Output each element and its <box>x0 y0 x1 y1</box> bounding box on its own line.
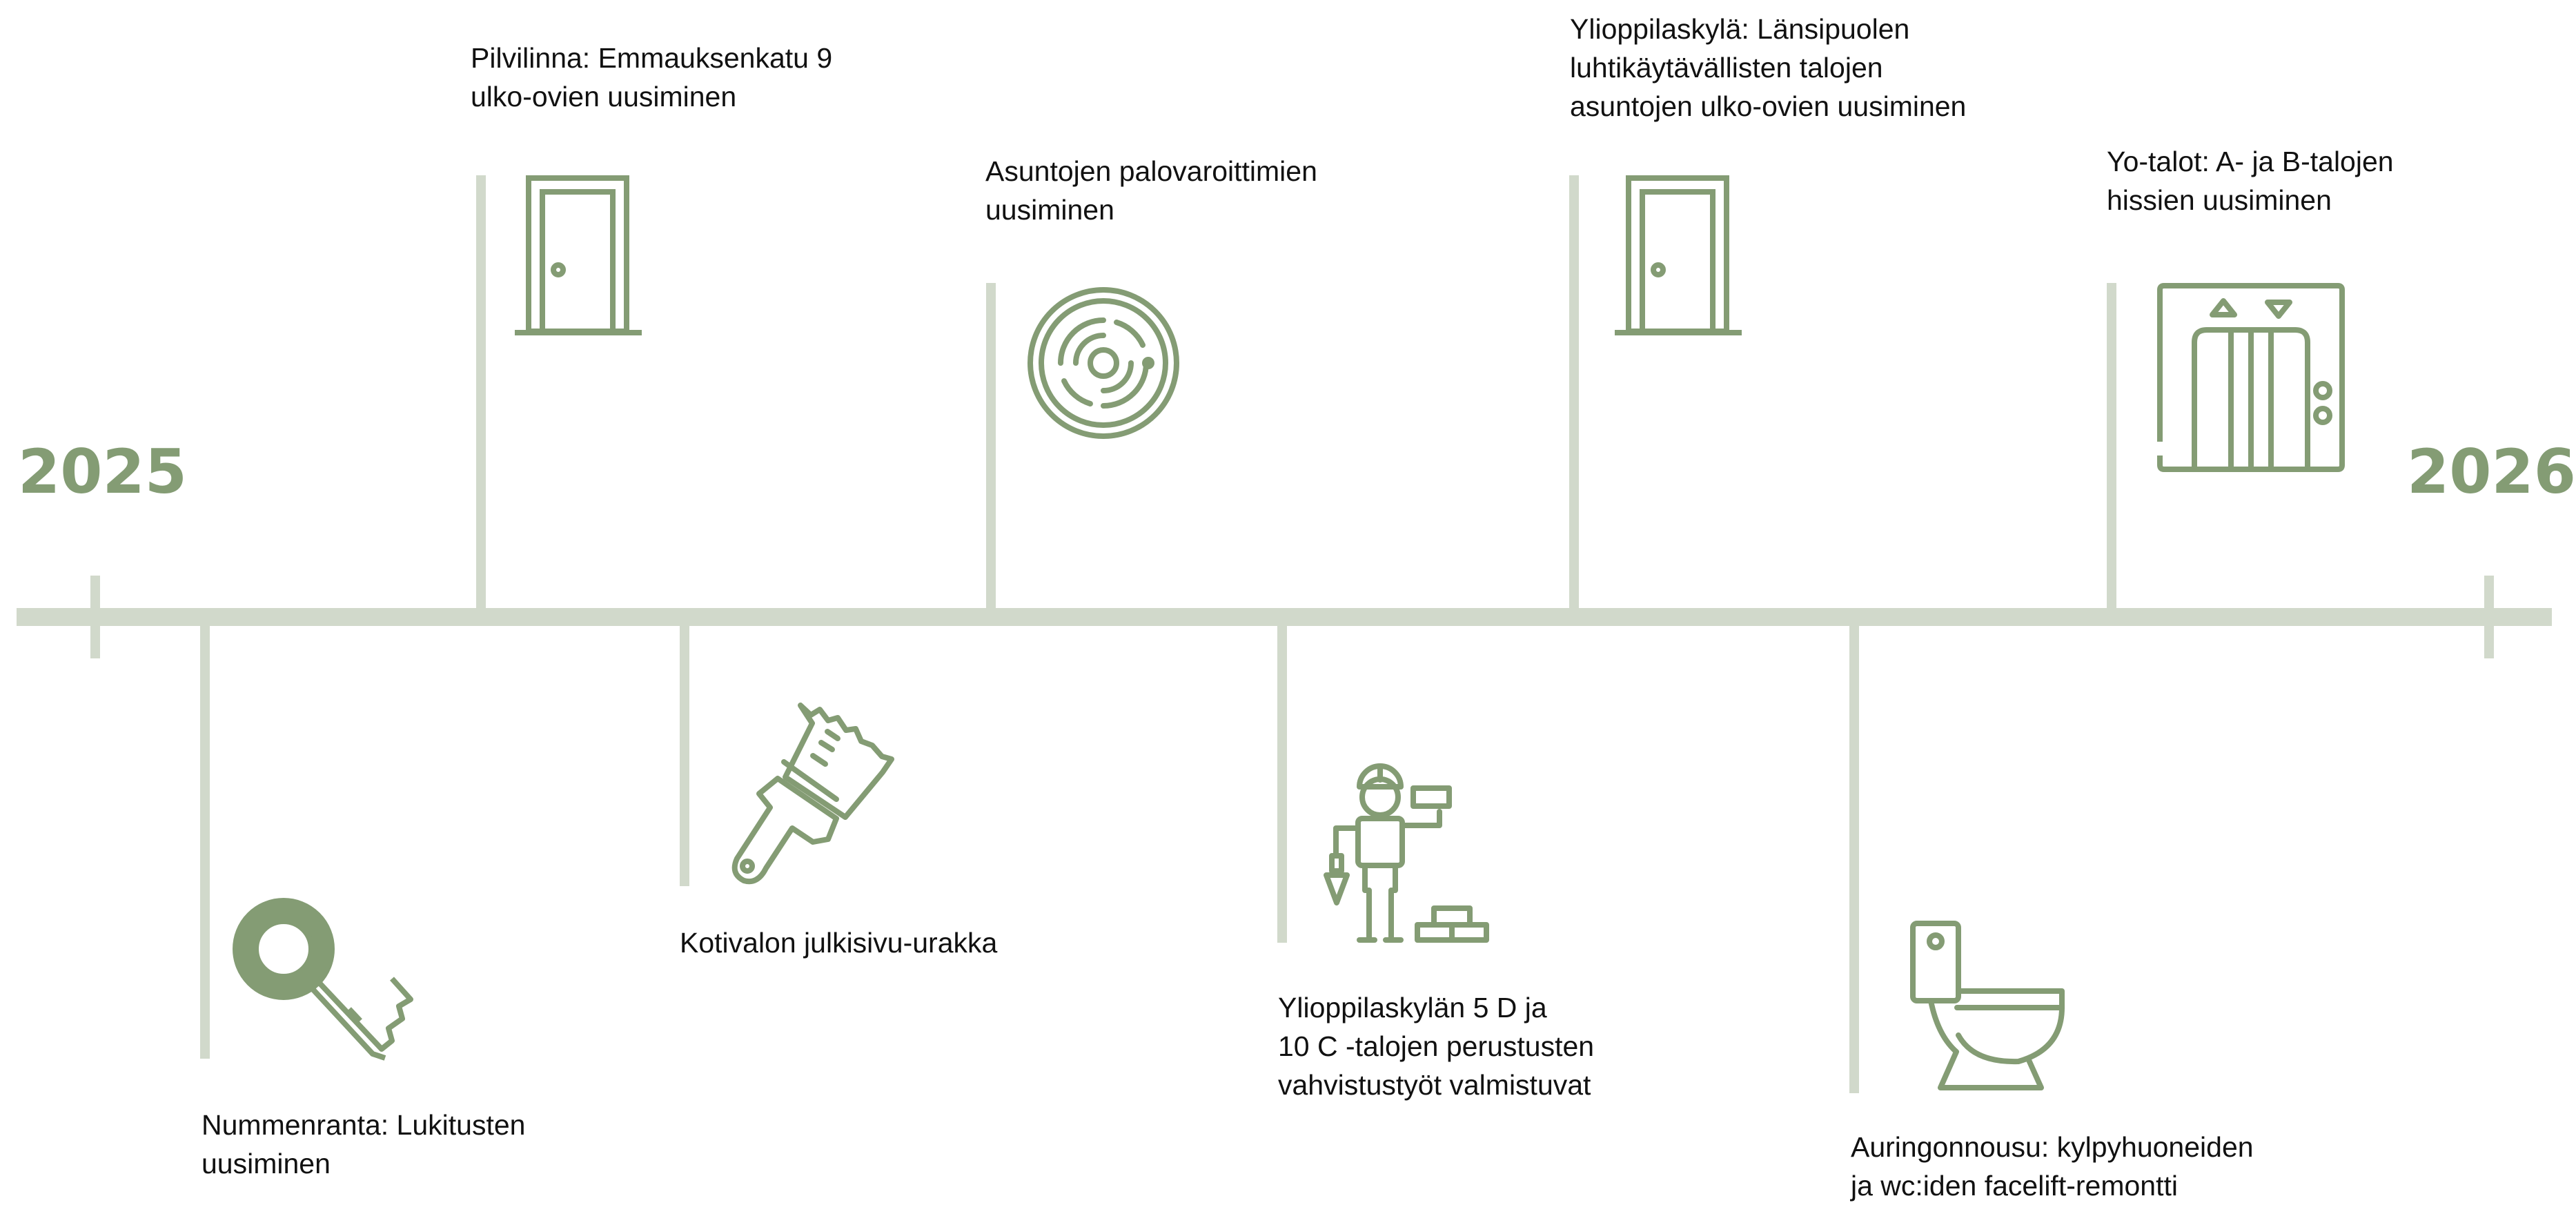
end-year-tick <box>2484 576 2494 658</box>
timeline-axis <box>17 576 2552 658</box>
event-label-ylioppilaskyla-ovet: Ylioppilaskylä: Länsipuolen luhtikäytävä… <box>1570 10 1966 126</box>
event-text-line: Ylioppilaskylän 5 D ja <box>1278 992 1547 1023</box>
event-text-line: asuntojen ulko-ovien uusiminen <box>1570 90 1967 122</box>
event-label-pilvilinna: Pilvilinna: Emmauksenkatu 9 ulko-ovien u… <box>471 39 832 116</box>
event-text-line: Asuntojen palovaroittimien <box>985 155 1317 187</box>
stems-above <box>476 175 2116 610</box>
stem-palovaroittimet <box>986 283 996 610</box>
event-text-line: 10 C -talojen perustusten <box>1278 1030 1595 1062</box>
event-text-line: Nummenranta: Lukitusten <box>201 1109 526 1141</box>
paint-brush-icon <box>731 703 894 885</box>
event-text-line: Kotivalon julkisivu-urakka <box>680 927 998 959</box>
door-icon <box>1615 175 1742 335</box>
event-label-palovaroittimet: Asuntojen palovaroittimien uusiminen <box>985 152 1317 229</box>
event-label-nummenranta: Nummenranta: Lukitusten uusiminen <box>201 1106 525 1183</box>
event-text-line: hissien uusiminen <box>2107 184 2332 216</box>
event-text-line: ulko-ovien uusiminen <box>471 81 737 112</box>
event-label-yotalot: Yo-talot: A- ja B-talojen hissien uusimi… <box>2107 142 2394 219</box>
door-icon <box>515 175 642 335</box>
stem-pilvilinna <box>476 175 486 610</box>
event-text-line: uusiminen <box>201 1148 331 1179</box>
end-year: 2026 <box>2407 436 2576 507</box>
event-text-line: vahvistustyöt valmistuvat <box>1278 1069 1591 1101</box>
stem-yotalot <box>2107 283 2116 610</box>
stem-kotivalo <box>680 624 689 886</box>
event-text-line: uusiminen <box>985 194 1114 226</box>
event-text-line: luhtikäytävällisten talojen <box>1570 52 1883 84</box>
stem-nummenranta <box>200 624 210 1059</box>
elevator-icon <box>2157 283 2345 472</box>
event-text-line: Yo-talot: A- ja B-talojen <box>2107 146 2394 177</box>
toilet-icon <box>1910 921 2065 1090</box>
stem-auringonnousu <box>1849 624 1859 1093</box>
construction-worker-icon <box>1324 763 1489 943</box>
start-year: 2025 <box>18 436 187 507</box>
event-text-line: Pilvilinna: Emmauksenkatu 9 <box>471 42 833 74</box>
key-icon <box>233 898 413 1061</box>
event-text-line: Auringonnousu: kylpyhuoneiden <box>1851 1131 2254 1163</box>
event-text-line: Ylioppilaskylä: Länsipuolen <box>1570 13 1910 45</box>
smoke-detector-icon <box>1028 287 1179 439</box>
event-label-ylioppilaskyla-perustus: Ylioppilaskylän 5 D ja 10 C -talojen per… <box>1278 988 1594 1104</box>
timeline-main-line <box>17 608 2552 626</box>
stem-ylioppilaskyla-perustus <box>1277 624 1287 943</box>
event-text-line: ja wc:iden facelift-remontti <box>1851 1170 2178 1202</box>
start-year-tick <box>90 576 100 658</box>
event-label-kotivalo: Kotivalon julkisivu-urakka <box>680 923 997 962</box>
stem-ylioppilaskyla-ovet <box>1569 175 1579 610</box>
stems-below <box>200 624 1859 1093</box>
event-label-auringonnousu: Auringonnousu: kylpyhuoneiden ja wc:iden… <box>1851 1128 2254 1205</box>
